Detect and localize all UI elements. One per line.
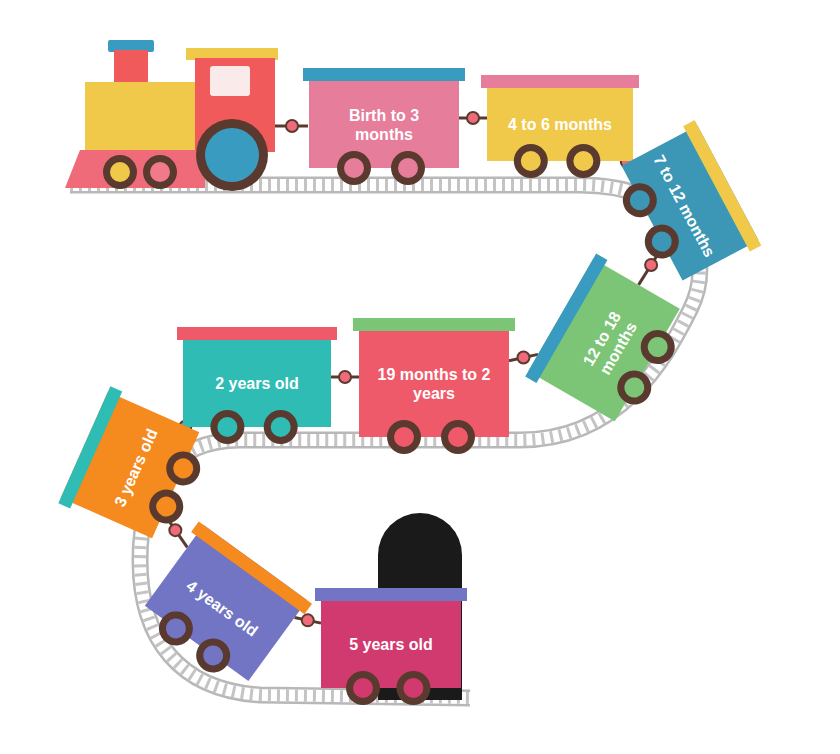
car-label-area: 12 to 18 months — [539, 265, 679, 421]
age-label: 4 years old — [183, 576, 262, 641]
coupling-pin — [302, 614, 314, 626]
wheel — [387, 420, 421, 454]
coupling-pin — [467, 112, 479, 124]
wheels — [309, 154, 459, 194]
car-label-area: 5 years old — [321, 601, 461, 688]
wheel-hub — [403, 678, 423, 698]
car-rim — [315, 588, 467, 601]
wheel-hub — [170, 455, 196, 481]
wheel — [337, 151, 371, 185]
train-car: 19 months to 2 years — [359, 318, 509, 437]
wheel-hub — [648, 228, 675, 255]
age-label: 2 years old — [215, 374, 299, 393]
wheel-hub — [271, 417, 291, 437]
age-label: 3 years old — [110, 426, 161, 510]
train-car: 5 years old — [321, 588, 461, 688]
wheel-hub — [521, 151, 541, 171]
train-car: 2 years old — [183, 327, 331, 427]
car-rim — [177, 327, 337, 340]
car-rim — [58, 386, 122, 508]
car-label-area: 3 years old — [73, 397, 200, 538]
locomotive — [65, 40, 308, 191]
coupling-pin — [645, 259, 657, 271]
coupling-pin — [169, 524, 181, 536]
age-label: 19 months to 2 years — [375, 365, 493, 403]
wheel — [617, 177, 663, 223]
train-car: Birth to 3 months — [309, 68, 459, 168]
wheel-hub — [573, 151, 593, 171]
wheel — [144, 484, 189, 529]
car-label-area: 19 months to 2 years — [359, 331, 509, 437]
wheel — [611, 364, 657, 410]
wheel — [264, 410, 298, 444]
wheel-hub — [448, 427, 468, 447]
wheel — [189, 632, 236, 679]
coupling-pin — [517, 352, 529, 364]
train-car: 12 to 18 months — [528, 259, 680, 422]
car-rim — [303, 68, 465, 81]
car-label-area: Birth to 3 months — [309, 81, 459, 168]
wheel — [441, 420, 475, 454]
wheel-hub — [644, 333, 671, 360]
car-rim — [353, 318, 515, 331]
wheel — [161, 446, 206, 491]
wheel-hub — [626, 187, 653, 214]
car-label-area: 2 years old — [183, 340, 331, 427]
wheels — [321, 674, 461, 714]
car-rim — [481, 75, 639, 88]
age-label: Birth to 3 months — [325, 106, 443, 144]
train-car: 7 to 12 months — [622, 125, 759, 280]
wheel-hub — [344, 158, 364, 178]
wheel — [346, 671, 380, 705]
wheel-hub — [398, 158, 418, 178]
wheel-hub — [353, 678, 373, 698]
wheels — [487, 147, 633, 187]
wheel-hub — [153, 493, 179, 519]
wheel — [566, 144, 600, 178]
wheel-hub — [394, 427, 414, 447]
wheels — [183, 413, 331, 453]
wheel — [391, 151, 425, 185]
age-label: 5 years old — [349, 635, 433, 654]
age-label: 4 to 6 months — [508, 115, 612, 134]
wheel-hub — [621, 374, 648, 401]
car-label-area: 4 to 6 months — [487, 88, 633, 161]
wheel — [210, 410, 244, 444]
wheel-hub — [217, 417, 237, 437]
coupling-pin — [339, 371, 351, 383]
wheel — [639, 219, 685, 265]
wheel — [514, 144, 548, 178]
wheel-hub — [199, 642, 227, 670]
wheel — [634, 324, 680, 370]
train-car: 4 to 6 months — [487, 75, 633, 161]
wheel — [396, 671, 430, 705]
wheel-hub — [162, 614, 190, 642]
wheels — [359, 423, 509, 463]
train-car: 3 years old — [61, 392, 200, 539]
wheel — [152, 605, 199, 652]
